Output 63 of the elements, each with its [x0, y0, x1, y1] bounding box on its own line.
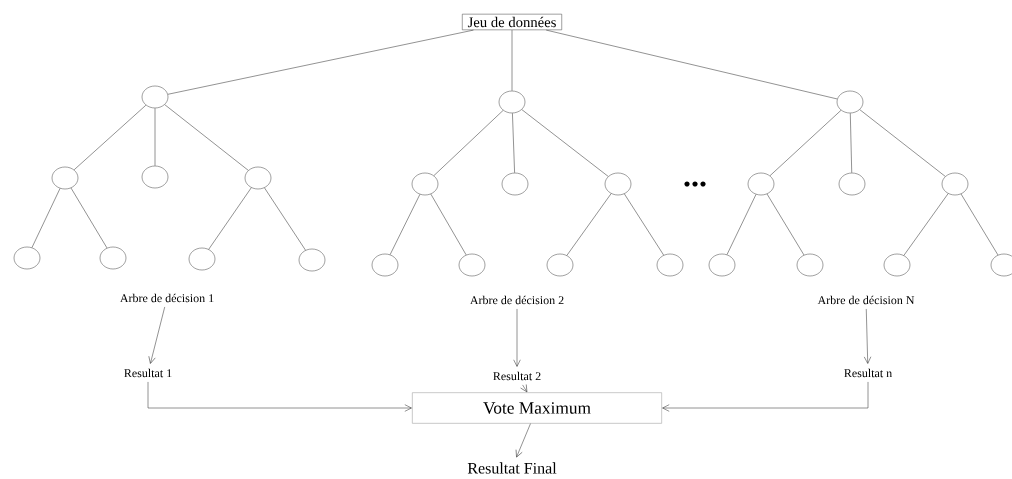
tree-caption: Arbre de décision 1 [120, 293, 214, 303]
tree-node-circle [796, 253, 824, 277]
tree-branch [433, 110, 504, 176]
arrow [520, 384, 528, 393]
tree-node-circle [458, 253, 486, 277]
tree-node-circle [501, 172, 529, 196]
tree-node-circle [141, 85, 169, 109]
tree-branch [512, 113, 515, 173]
elbow-arrow [147, 381, 412, 412]
tree-node-circle [371, 253, 399, 277]
dataset-box: Jeu de données [462, 13, 562, 31]
tree-node-circle [656, 253, 684, 277]
tree-branch [624, 193, 664, 256]
elbow-arrow [662, 381, 869, 412]
arrow [863, 308, 872, 364]
tree-branch [167, 29, 474, 95]
result-text: Resultat n [844, 368, 892, 378]
tree-node-circle [99, 246, 127, 270]
tree-branch [566, 193, 612, 256]
arrow [513, 308, 521, 367]
tree-node-circle [298, 248, 326, 272]
tree-node-circle [13, 246, 41, 270]
tree-branch [859, 109, 946, 177]
tree-node-circle [941, 172, 969, 196]
tree-branch [903, 193, 949, 256]
tree-node-circle [141, 165, 169, 189]
result-text: Resultat 1 [124, 368, 172, 378]
tree-node-circle [604, 172, 632, 196]
tree-caption: Arbre de décision N [817, 295, 915, 305]
tree-node-circle [708, 253, 736, 277]
tree-node-circle [188, 247, 216, 271]
tree-node-circle [411, 172, 439, 196]
tree-branch [511, 29, 513, 91]
result-text: Resultat 2 [493, 371, 541, 381]
tree-node-circle [498, 90, 526, 114]
tree-branch [766, 193, 805, 256]
tree-branch [545, 29, 838, 100]
tree-branch [521, 109, 609, 177]
tree-branch [70, 187, 108, 249]
tree-caption: Arbre de décision 2 [470, 295, 564, 305]
final-result-text: Resultat Final [467, 462, 557, 474]
tree-branch [726, 194, 757, 255]
tree-node-circle [836, 90, 864, 114]
tree-branch [430, 193, 467, 256]
tree-node-circle [244, 166, 272, 190]
tree-branch [850, 113, 852, 173]
tree-branch [31, 188, 61, 248]
tree-branch [73, 104, 147, 171]
tree-branch [769, 110, 842, 176]
tree-node-circle [838, 172, 866, 196]
arrow [148, 306, 165, 364]
tree-node-circle [51, 166, 79, 190]
tree-branch [389, 194, 421, 255]
tree-node-circle [883, 253, 911, 277]
tree-branch [154, 108, 156, 166]
tree-branch [208, 187, 252, 250]
tree-node-circle [747, 172, 775, 196]
tree-branch [960, 193, 999, 256]
vote-box: Vote Maximum [412, 392, 662, 424]
tree-node-circle [546, 253, 574, 277]
tree-branch [164, 104, 249, 171]
tree-branch [264, 187, 306, 251]
arrow [515, 423, 531, 458]
